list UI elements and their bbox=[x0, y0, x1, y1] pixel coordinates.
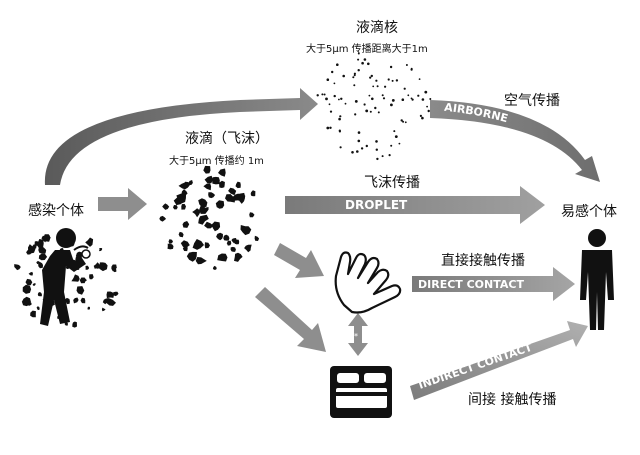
nuclei-desc: 大于5μm 传播距离大于1m bbox=[306, 44, 428, 55]
susceptible-label: 易感个体 bbox=[561, 204, 617, 220]
droplet-arrow bbox=[285, 186, 545, 224]
droplet-title: 液滴（飞沫） bbox=[185, 131, 269, 147]
coughing-person-icon bbox=[40, 228, 91, 326]
bed-icon bbox=[330, 366, 392, 418]
droplet-en-label: DROPLET bbox=[345, 198, 408, 212]
droplet-cloud bbox=[159, 165, 260, 270]
direct-cn-label: 直接接触传播 bbox=[441, 253, 525, 269]
infected-to-droplet-arrow bbox=[98, 188, 147, 220]
droplet-to-bed-arrow bbox=[255, 287, 326, 352]
indirect-contact-arrow bbox=[410, 321, 588, 400]
hand-bed-double-arrow bbox=[348, 313, 368, 356]
indirect-en-label: INDIRECT CONTACT bbox=[417, 341, 534, 392]
hand-icon bbox=[334, 251, 402, 314]
infected-label: 感染个体 bbox=[28, 203, 84, 219]
indirect-cn-label: 间接 接触传播 bbox=[468, 392, 557, 408]
nuclei-title: 液滴核 bbox=[356, 20, 398, 36]
direct-contact-arrow bbox=[412, 267, 575, 301]
airborne-arc-right bbox=[430, 100, 600, 182]
droplet-cn-label: 飞沫传播 bbox=[364, 175, 420, 191]
airborne-cn-label: 空气传播 bbox=[504, 93, 560, 109]
standing-person-icon bbox=[580, 229, 614, 330]
droplet-nuclei-cloud bbox=[316, 52, 432, 161]
direct-en-label: DIRECT CONTACT bbox=[418, 278, 524, 291]
airborne-arc-left bbox=[44, 88, 318, 185]
transfer-asterisk: * bbox=[354, 332, 358, 341]
droplet-desc: 大于5μm 传播约 1m bbox=[169, 156, 264, 167]
droplet-to-hand-arrow bbox=[274, 243, 324, 278]
